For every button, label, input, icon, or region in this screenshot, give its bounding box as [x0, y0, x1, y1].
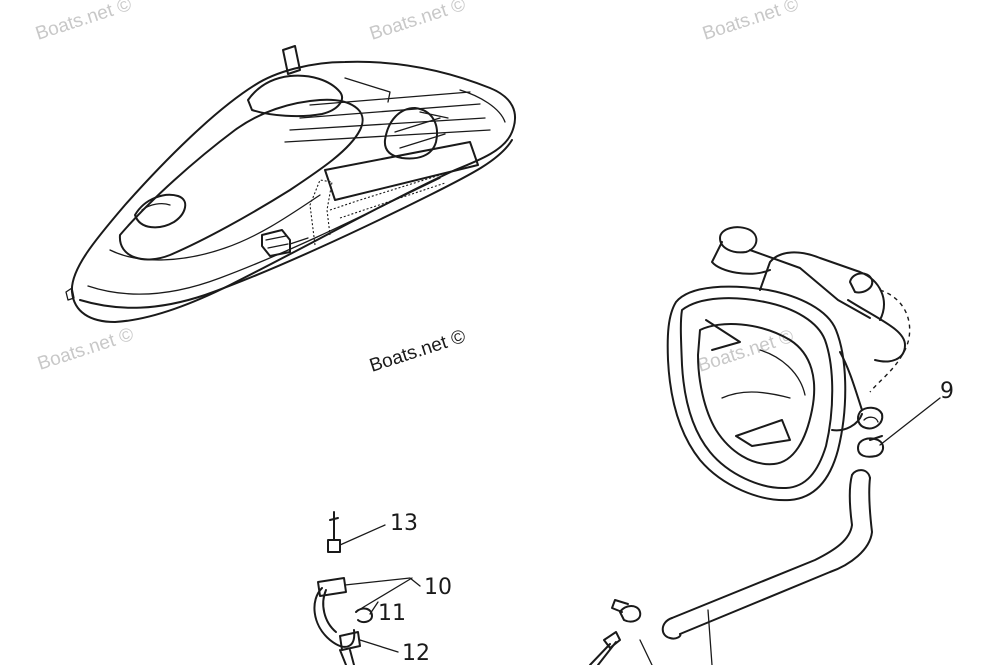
- callout-13: 13: [390, 511, 418, 536]
- rivet-item-13: [327, 511, 386, 553]
- watermark-center: Boats.net ©: [367, 326, 468, 377]
- bottom-clamp-and-bolt: [589, 599, 653, 665]
- watermark-mid-left: Boats.net ©: [35, 324, 136, 375]
- water-hose: [661, 469, 873, 665]
- hose-strap-assembly: [313, 577, 421, 665]
- callout-10: 10: [424, 575, 452, 600]
- callout-11: 11: [378, 601, 406, 626]
- watermark-top-left: Boats.net ©: [33, 0, 134, 45]
- hose-clamp-item-9: [857, 397, 941, 458]
- jet-pump-housing: [666, 226, 911, 502]
- callout-9: 9: [940, 379, 954, 404]
- watermark-top-center: Boats.net ©: [367, 0, 468, 45]
- watermark-top-right: Boats.net ©: [700, 0, 801, 45]
- watermark-right-faint: Boats.net ©: [695, 326, 796, 377]
- watercraft-hull: [65, 45, 517, 323]
- callout-12: 12: [402, 641, 430, 665]
